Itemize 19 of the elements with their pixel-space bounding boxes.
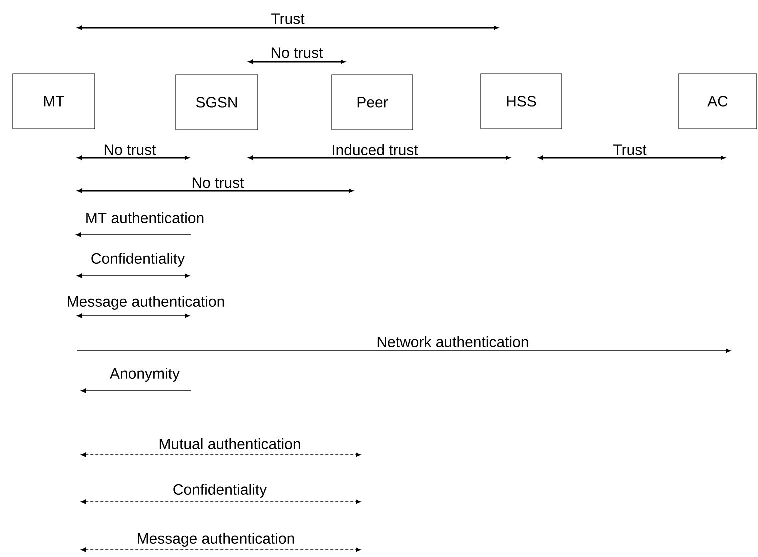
arrow-label: MT authentication bbox=[86, 212, 204, 224]
arrow-label: Confidentiality bbox=[174, 484, 268, 498]
arrow-label: Trust bbox=[614, 144, 647, 156]
entity-box: HSS bbox=[480, 74, 562, 130]
arrow-label: No trust bbox=[272, 48, 324, 58]
arrow-label: Anonymity bbox=[110, 368, 180, 382]
arrow-label: Message authentication bbox=[68, 296, 224, 310]
arrow-label: Trust bbox=[272, 14, 305, 24]
entity-box: Peer bbox=[332, 74, 414, 130]
arrow-label: Mutual authentication bbox=[160, 438, 300, 450]
entity-box: MT bbox=[12, 74, 96, 130]
arrow-label: No trust bbox=[104, 144, 156, 156]
arrow-label: Induced trust bbox=[333, 144, 418, 156]
arrow-label: No trust bbox=[192, 178, 244, 188]
entity-box: SGSN bbox=[176, 74, 258, 130]
entity-box: AC bbox=[678, 74, 758, 130]
arrow-label: Network authentication bbox=[378, 336, 528, 348]
arrow-label: Confidentiality bbox=[92, 253, 186, 267]
arrow-label: Message authentication bbox=[138, 533, 294, 547]
